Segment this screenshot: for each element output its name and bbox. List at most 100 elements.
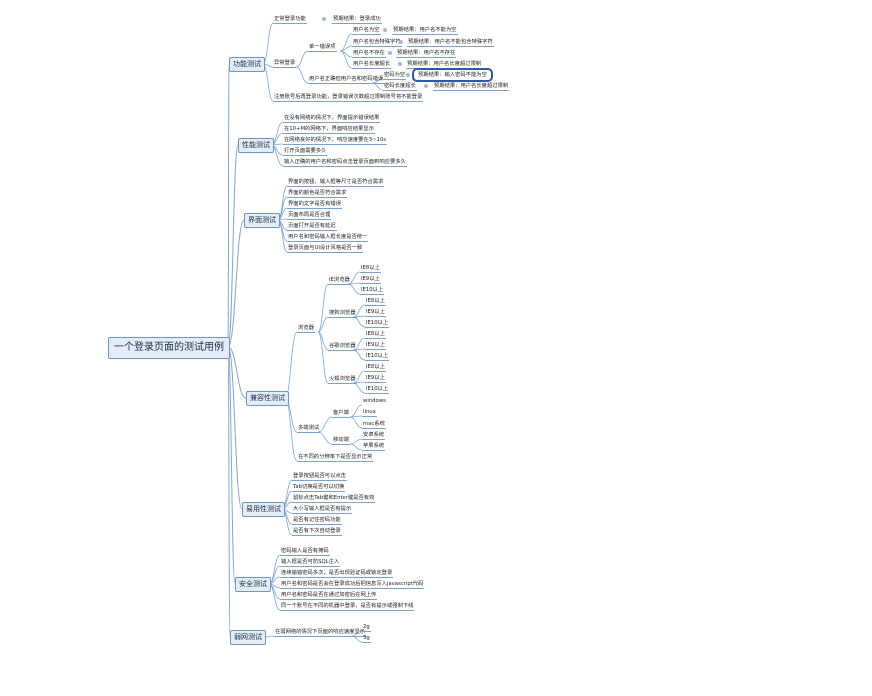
client-os[interactable]: windows [363, 398, 386, 404]
root-topic[interactable]: 一个登录页面的测试用例 [108, 337, 230, 359]
network-type[interactable]: 3g [362, 635, 371, 643]
username-too-long[interactable]: 用户名长度超长 [352, 61, 392, 69]
connector [352, 382, 366, 394]
usability-item[interactable]: 大小写输入框是否有提示 [292, 506, 353, 514]
username-special-chars[interactable]: 用户名包含特殊字符 [352, 39, 402, 47]
platform-client[interactable]: 客户端 [332, 410, 350, 418]
ui-item[interactable]: 页面布局是否合理 [287, 212, 332, 220]
expected-result[interactable]: 预期结果：用户名不能为空 [392, 27, 458, 35]
security-item[interactable]: 同一个账号在不同的机器中登录，是否有提示或强制下线 [280, 603, 415, 611]
security-item[interactable]: 连续输错密码多次，是否出现验证码或锁定登录 [280, 570, 394, 578]
connector [227, 63, 230, 348]
username-not-exist[interactable]: 用户名不存在 [352, 50, 386, 58]
connector [371, 82, 384, 91]
client-os[interactable]: linux [362, 409, 377, 417]
ui-item[interactable]: 界面的按钮、输入框等尺寸是否符合需求 [287, 179, 385, 187]
login-attempt-limit[interactable]: 注册账号后再登录功能，登录错误次数超过限制账号将不能登录 [273, 94, 424, 102]
mobile-os[interactable]: 安卓系统 [362, 432, 386, 440]
ui-item[interactable]: 用户名和密码输入框长度是否统一 [287, 234, 369, 242]
category-weaknet[interactable]: 弱网测试 [230, 630, 266, 645]
category-ui[interactable]: 界面测试 [244, 213, 280, 228]
browser-version[interactable]: IE8以上 [365, 298, 386, 306]
browser-version[interactable]: IE10以上 [365, 353, 390, 361]
connector [352, 316, 366, 328]
browser-version[interactable]: IE10以上 [360, 287, 385, 295]
browser-sogou[interactable]: 搜狗浏览器 [328, 310, 357, 318]
browser-version[interactable]: IE8以上 [365, 331, 386, 339]
password-empty[interactable]: 密码为空 [383, 72, 407, 80]
connector [317, 331, 329, 384]
security-item[interactable]: 用户名和密码是否在通过加密后在网上传 [280, 592, 378, 600]
connector-dot [398, 62, 402, 66]
usability-item[interactable]: 是否有下次自动登录 [292, 528, 342, 536]
browser-ie[interactable]: IE浏览器 [328, 277, 351, 285]
connector-dot [388, 51, 392, 55]
connector-dot [406, 73, 410, 77]
connector [295, 66, 309, 84]
ui-item[interactable]: 登录页面与UI设计风格是否一致 [287, 245, 364, 253]
highlighted-expected-result[interactable]: 预期结果：输入密码不能为空 [412, 68, 493, 82]
connector-dot [322, 17, 326, 21]
connector [349, 443, 363, 451]
expected-result[interactable]: 预期结果：登录成功 [332, 16, 382, 24]
browser-firefox[interactable]: 火狐浏览器 [328, 376, 357, 384]
username-empty[interactable]: 用户名为空 [352, 27, 381, 35]
ui-item[interactable]: 界面的颜色是否符合需求 [287, 190, 348, 198]
platform-mobile[interactable]: 移动端 [332, 437, 350, 445]
connector [349, 404, 363, 418]
category-compat[interactable]: 兼容性测试 [246, 391, 289, 406]
ui-item[interactable]: 界面的文字是否有错误 [287, 201, 342, 209]
perf-item[interactable]: 在网络良好的情况下，响应速度要在3~10s [283, 137, 388, 145]
correct-username-wrong-pwd[interactable]: 用户名正确但用户名和密码错误 [308, 76, 385, 84]
browser-version[interactable]: IE8以上 [360, 265, 381, 273]
connector [284, 331, 298, 399]
compat-multi-platform[interactable]: 多端测试 [297, 425, 321, 433]
normal-login[interactable]: 正常登录功能 [273, 16, 307, 24]
perf-item[interactable]: 在没有网络的情况下，界面提示错误结果 [283, 115, 381, 123]
browser-version[interactable]: IE9以上 [360, 276, 381, 284]
connector-dot [383, 28, 387, 32]
connector-dot [399, 40, 403, 44]
browser-chrome[interactable]: 谷歌浏览器 [328, 343, 357, 351]
connector-dot [424, 84, 428, 88]
browser-version[interactable]: IE10以上 [365, 320, 390, 328]
single-error-item[interactable]: 单一错误项 [308, 44, 337, 52]
usability-item[interactable]: 是否有记住密码功能 [292, 517, 342, 525]
browser-version[interactable]: IE8以上 [365, 364, 386, 372]
connector [317, 316, 329, 333]
security-item[interactable]: 密码输入是否有掩码 [280, 548, 330, 556]
perf-item[interactable]: 打开页面需要多久 [283, 148, 328, 156]
usability-item[interactable]: 登录按钮是否可以点击 [292, 473, 347, 481]
connector [317, 416, 333, 433]
compat-browser[interactable]: 浏览器 [297, 325, 315, 333]
perf-item[interactable]: 输入正确的用户名和密码点击登录页面到响应要多久 [283, 159, 407, 167]
compat-resolution[interactable]: 在不同的分辨率下是否显示正常 [297, 454, 374, 462]
usability-item[interactable]: Tab切换是否可以切换 [292, 484, 346, 492]
abnormal-login[interactable]: 异常登录 [273, 60, 297, 68]
browser-version[interactable]: IE9以上 [365, 375, 386, 383]
category-performance[interactable]: 性能测试 [238, 138, 274, 153]
category-security[interactable]: 安全测试 [235, 577, 271, 592]
connector [295, 50, 309, 68]
browser-version[interactable]: IE9以上 [365, 309, 386, 317]
browser-version[interactable]: IE10以上 [365, 386, 390, 394]
security-item[interactable]: 输入框是否可防SQL注入 [280, 559, 341, 567]
expected-result[interactable]: 预期结果：用户名不能包含特殊字符 [407, 39, 494, 47]
client-os[interactable]: mac系统 [362, 421, 386, 429]
expected-result[interactable]: 预期结果：用户名不存在 [396, 50, 457, 58]
network-type[interactable]: 2g [362, 624, 371, 632]
mobile-os[interactable]: 苹果系统 [362, 443, 386, 451]
category-usability[interactable]: 易用性测试 [242, 502, 285, 517]
perf-item[interactable]: 在10+M的网络下，界面响应结果显示 [283, 126, 375, 134]
ui-item[interactable]: 页面打开是否有延迟 [287, 223, 337, 231]
connector [227, 346, 231, 638]
security-item[interactable]: 用户名和密码是否会在登录成功后把信息写入javascript代码 [280, 581, 425, 589]
connector [317, 283, 329, 333]
weaknet-item[interactable]: 在弱网络的情况下页面的响应速度显示 [274, 629, 367, 637]
password-too-long[interactable]: 密码长度超长 [383, 83, 417, 91]
usability-item[interactable]: 鼠标点击Tab键和Enter键是否有效 [292, 495, 376, 503]
category-functional[interactable]: 功能测试 [229, 57, 265, 72]
browser-version[interactable]: IE9以上 [365, 342, 386, 350]
connector [347, 283, 361, 295]
expected-result[interactable]: 预期结果：用户名长度超过限制 [433, 83, 510, 91]
